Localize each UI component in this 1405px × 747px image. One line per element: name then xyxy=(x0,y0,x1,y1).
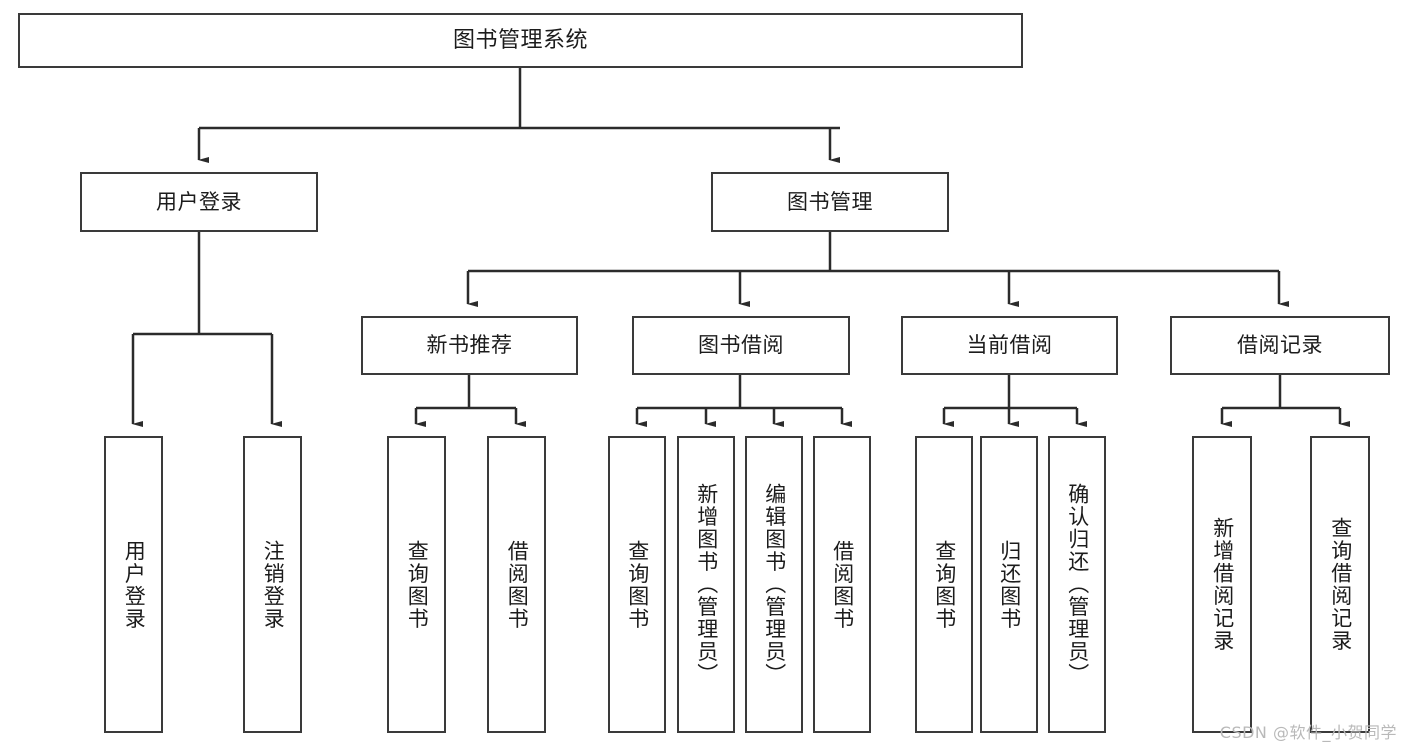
node-user-login-label: 用户登录 xyxy=(156,189,242,214)
leaf-current-borrow-0[interactable]: 查询图书 xyxy=(915,436,973,733)
leaf-book-borrow-1-label: 新增图书（管理员） xyxy=(694,483,719,686)
node-new-books[interactable]: 新书推荐 xyxy=(361,316,578,375)
leaf-book-borrow-0[interactable]: 查询图书 xyxy=(608,436,666,733)
leaf-user-login-0-label: 用户登录 xyxy=(122,539,147,630)
node-current-borrow[interactable]: 当前借阅 xyxy=(901,316,1118,375)
node-book-borrow-label: 图书借阅 xyxy=(698,333,784,358)
leaf-current-borrow-1-label: 归还图书 xyxy=(997,539,1022,630)
node-root-label: 图书管理系统 xyxy=(452,27,588,53)
node-current-borrow-label: 当前借阅 xyxy=(966,333,1053,358)
leaf-borrow-records-0[interactable]: 新增借阅记录 xyxy=(1192,436,1252,733)
leaf-user-login-0[interactable]: 用户登录 xyxy=(104,436,163,733)
node-book-manage[interactable]: 图书管理 xyxy=(711,172,949,232)
node-new-books-label: 新书推荐 xyxy=(426,333,513,358)
leaf-book-borrow-3-label: 借阅图书 xyxy=(830,539,855,630)
leaf-book-borrow-2[interactable]: 编辑图书（管理员） xyxy=(745,436,803,733)
csdn-watermark: CSDN @软件_小贺同学 xyxy=(1219,723,1397,742)
leaf-current-borrow-0-label: 查询图书 xyxy=(932,539,957,630)
node-user-login[interactable]: 用户登录 xyxy=(80,172,318,232)
leaf-current-borrow-1[interactable]: 归还图书 xyxy=(980,436,1038,733)
node-root[interactable]: 图书管理系统 xyxy=(18,13,1023,68)
leaf-borrow-records-1[interactable]: 查询借阅记录 xyxy=(1310,436,1370,733)
leaf-new-books-1-label: 借阅图书 xyxy=(505,539,530,630)
node-borrow-records[interactable]: 借阅记录 xyxy=(1170,316,1390,375)
leaf-borrow-records-0-label: 新增借阅记录 xyxy=(1210,517,1235,652)
leaf-book-borrow-1[interactable]: 新增图书（管理员） xyxy=(677,436,735,733)
leaf-borrow-records-1-label: 查询借阅记录 xyxy=(1328,517,1353,652)
leaf-current-borrow-2-label: 确认归还（管理员） xyxy=(1065,483,1090,686)
leaf-user-login-1[interactable]: 注销登录 xyxy=(243,436,302,733)
leaf-new-books-1[interactable]: 借阅图书 xyxy=(487,436,546,733)
node-book-manage-label: 图书管理 xyxy=(787,189,873,214)
leaf-book-borrow-0-label: 查询图书 xyxy=(625,539,650,630)
node-borrow-records-label: 借阅记录 xyxy=(1237,333,1323,358)
leaf-new-books-0[interactable]: 查询图书 xyxy=(387,436,446,733)
leaf-book-borrow-2-label: 编辑图书（管理员） xyxy=(762,483,787,686)
leaf-new-books-0-label: 查询图书 xyxy=(405,539,430,630)
leaf-user-login-1-label: 注销登录 xyxy=(261,539,286,630)
leaf-current-borrow-2[interactable]: 确认归还（管理员） xyxy=(1048,436,1106,733)
node-book-borrow[interactable]: 图书借阅 xyxy=(632,316,850,375)
leaf-book-borrow-3[interactable]: 借阅图书 xyxy=(813,436,871,733)
